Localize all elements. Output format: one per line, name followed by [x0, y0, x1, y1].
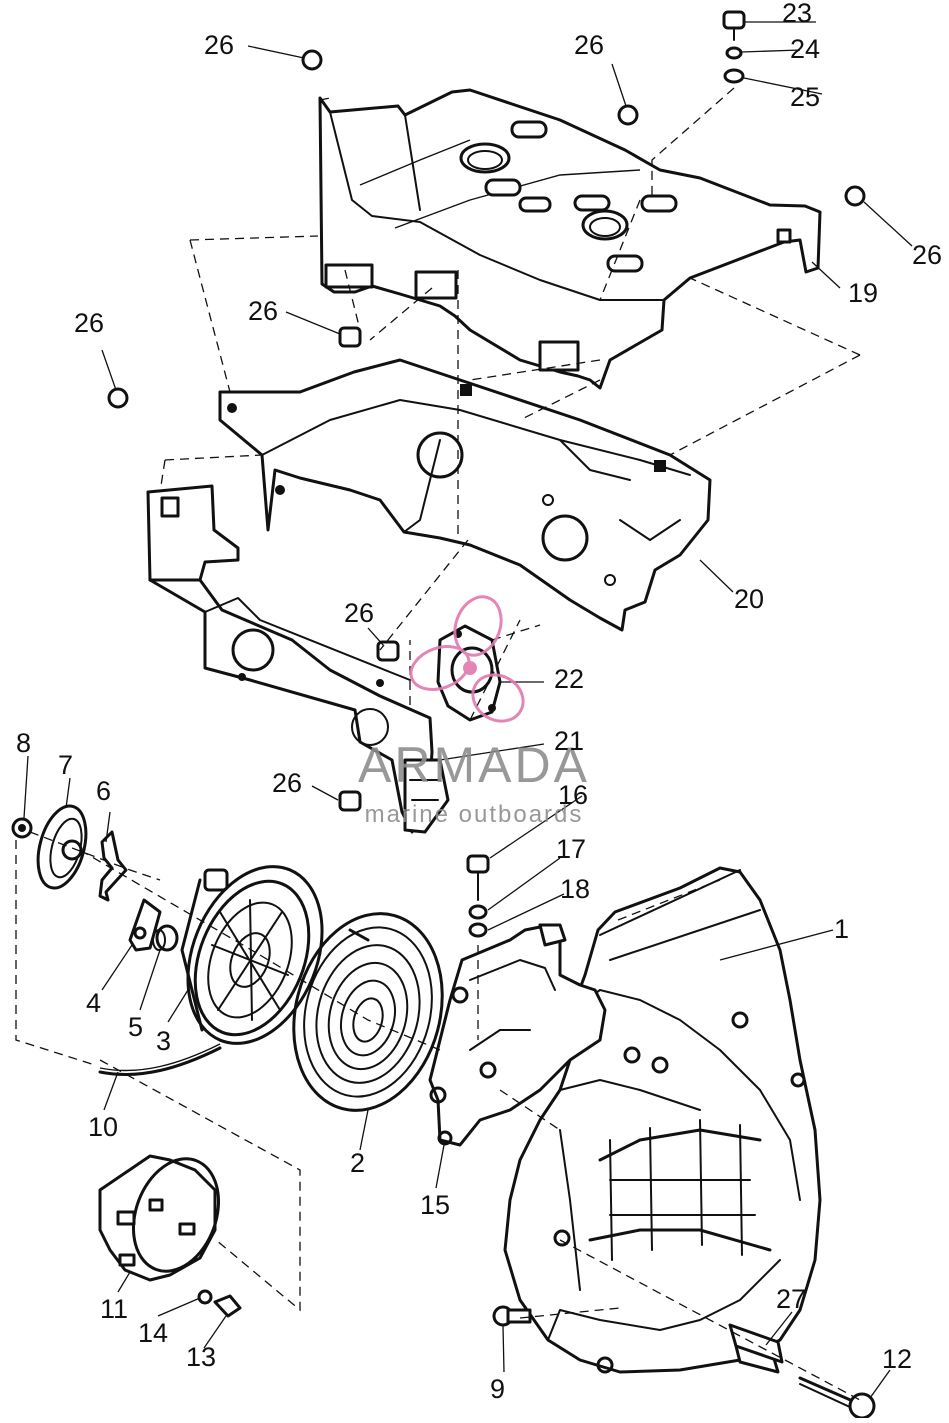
part-16-bolt [466, 854, 490, 901]
part-20-lower-bracket [146, 358, 712, 632]
callout-21: 21 [554, 726, 584, 756]
callout-14: 14 [138, 1318, 168, 1348]
assembly-lines [15, 87, 861, 1401]
callout-26-center: 26 [344, 598, 374, 628]
callout-18: 18 [560, 874, 590, 904]
armada-logo-propeller [409, 595, 525, 723]
leader-lines [23, 21, 913, 1399]
callout-7: 7 [58, 750, 73, 780]
part-14-washer [197, 1289, 213, 1305]
callout-25: 25 [790, 82, 820, 112]
callout-2: 2 [350, 1148, 365, 1178]
callout-15: 15 [420, 1190, 450, 1220]
part-13-bolt [213, 1294, 242, 1318]
callout-24: 24 [790, 34, 820, 64]
part-7-cap [36, 804, 88, 890]
part-6-friction-plate [98, 830, 128, 902]
callout-26-far-left: 26 [74, 308, 104, 338]
part-11-starter-cup [98, 1154, 221, 1282]
callout-27: 27 [776, 1284, 806, 1314]
callout-26-mid-left: 26 [248, 296, 278, 326]
callout-26-right: 26 [912, 240, 942, 270]
watermark-tagline: marine outboards [365, 801, 584, 828]
callout-20: 20 [734, 584, 764, 614]
armada-watermark: ARMADA marine outboards [358, 595, 590, 828]
callout-22: 22 [554, 664, 584, 694]
part-4-pawl [128, 898, 162, 952]
part-10-starter-rope [98, 1043, 222, 1076]
callout-1: 1 [834, 914, 849, 944]
callout-19: 19 [848, 278, 878, 308]
part-3-recoil-pulley [180, 865, 324, 1045]
callout-26-top-left: 26 [204, 30, 234, 60]
part-5-collar [152, 924, 179, 952]
part-24-washer [725, 46, 743, 60]
callout-16: 16 [558, 780, 588, 810]
part-8-nut [11, 817, 33, 839]
callout-labels: 26 26 26 26 26 26 26 23 24 25 19 20 22 2… [16, 0, 942, 1404]
part-27-plate [728, 1323, 784, 1364]
callout-26-lower: 26 [272, 768, 302, 798]
part-17-washer [468, 904, 488, 920]
part-19-top-plate [318, 88, 822, 390]
callout-5: 5 [128, 1012, 143, 1042]
part-9-bolt [492, 1305, 532, 1327]
callout-26-top-center: 26 [574, 30, 604, 60]
part-23-bolt [722, 10, 746, 41]
part-25-washer [723, 68, 745, 84]
callout-12: 12 [882, 1344, 912, 1374]
callout-6: 6 [96, 776, 111, 806]
callout-10: 10 [88, 1112, 118, 1142]
callout-9: 9 [490, 1374, 505, 1404]
callout-8: 8 [16, 728, 31, 758]
part-15-pawl-housing [428, 923, 607, 1147]
part-21-side-bracket [148, 578, 450, 834]
callout-17: 17 [556, 834, 586, 864]
part-2-spiral-spring [292, 912, 444, 1112]
watermark-brand: ARMADA [358, 737, 590, 793]
callout-23: 23 [782, 0, 812, 28]
callout-11: 11 [100, 1294, 128, 1324]
part-26-nuts [107, 49, 866, 812]
callout-13: 13 [186, 1342, 216, 1372]
callout-3: 3 [156, 1026, 171, 1056]
part-18-washer [468, 922, 488, 938]
part-12-bolt [798, 1376, 876, 1420]
callout-4: 4 [86, 988, 101, 1018]
